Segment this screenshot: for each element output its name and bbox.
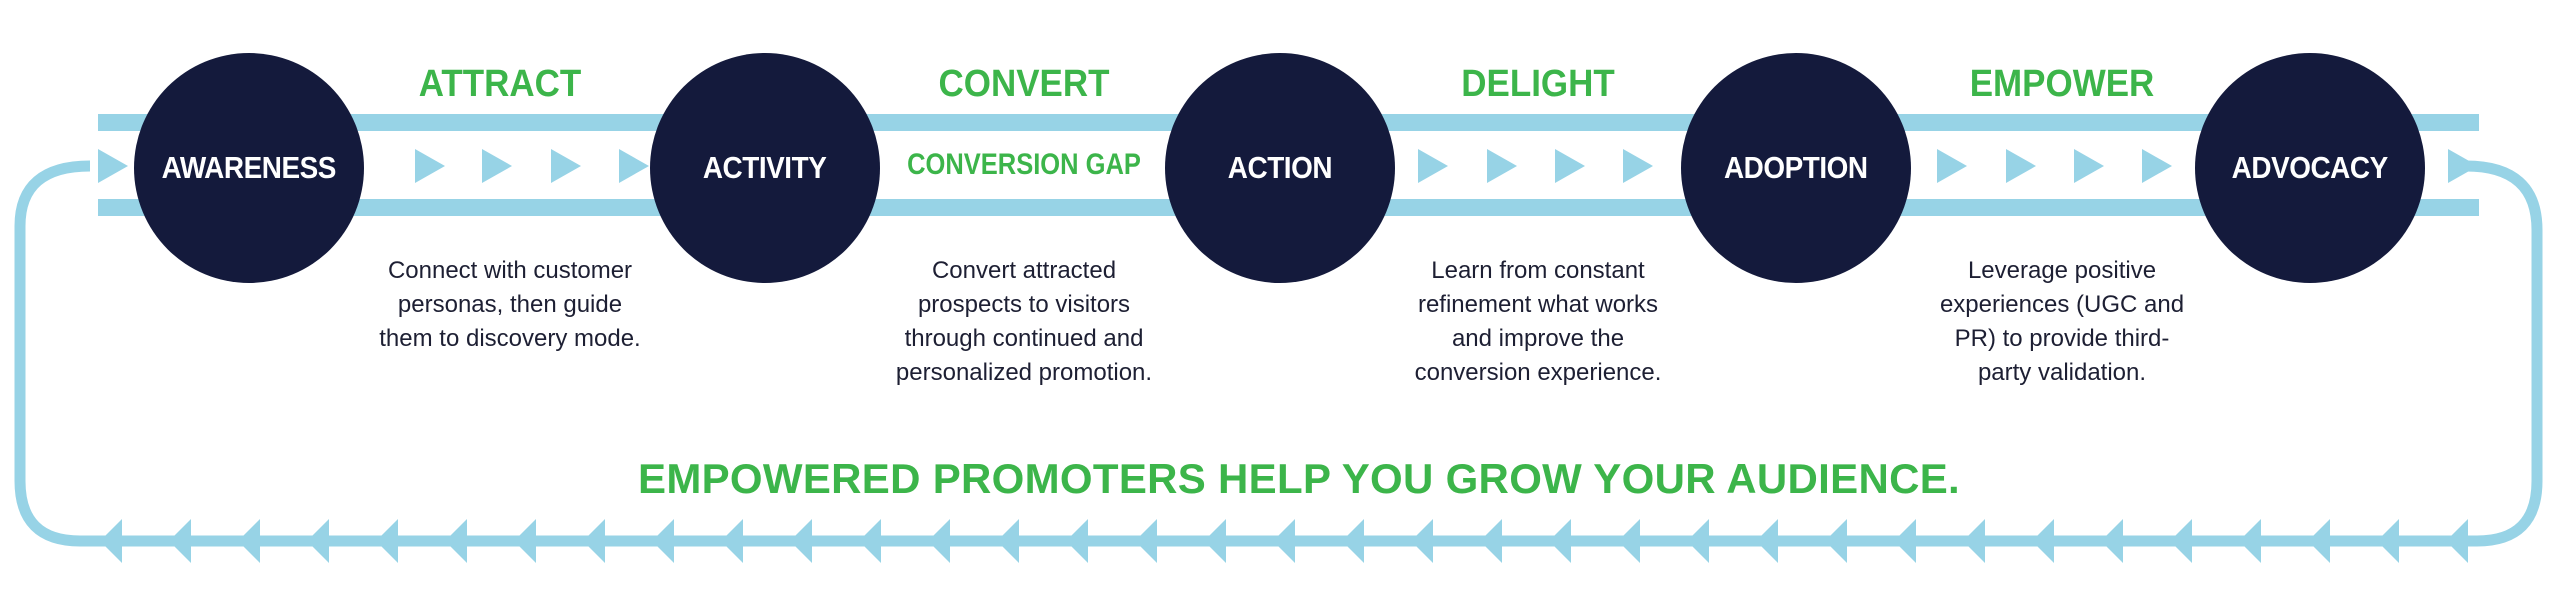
arrow-left-icon <box>1687 519 1709 563</box>
stage-label-advocacy: ADVOCACY <box>2231 150 2389 185</box>
description-line: experiences (UGC and <box>1939 291 2185 318</box>
arrow-left-icon <box>376 519 398 563</box>
arrow-left-icon <box>652 519 674 563</box>
chevron-right-icon <box>1555 149 1585 183</box>
description-line: prospects to visitors <box>917 291 1131 318</box>
arrow-left-icon <box>928 519 950 563</box>
conversion-gap-label: CONVERSION GAP <box>907 148 1141 181</box>
chevron-right-icon <box>551 149 581 183</box>
chevron-right-icon <box>1418 149 1448 183</box>
arrow-left-icon <box>1894 519 1916 563</box>
chevron-right-icon <box>2006 149 2036 183</box>
arrow-left-icon <box>445 519 467 563</box>
arrow-left-icon <box>1825 519 1847 563</box>
chevron-right-icon <box>619 149 649 183</box>
chevron-right-icon <box>1623 149 1653 183</box>
description-convert: Convert attracted prospects to visitors … <box>854 254 1194 390</box>
arrow-left-icon <box>1756 519 1778 563</box>
stage-circle-activity: ACTIVITY <box>650 53 880 283</box>
chevron-right-icon <box>1937 149 1967 183</box>
chevron-right-icon <box>98 149 128 183</box>
stage-label-action: ACTION <box>1227 150 1333 185</box>
description-line: personas, then guide <box>397 291 623 318</box>
stage-circle-advocacy: ADVOCACY <box>2195 53 2425 283</box>
description-delight: Learn from constant refinement what work… <box>1368 254 1708 390</box>
arrow-left-icon <box>2170 519 2192 563</box>
chevron-right-icon <box>2448 149 2478 183</box>
chevron-right-icon <box>1487 149 1517 183</box>
transition-label-convert: CONVERT <box>938 63 1110 105</box>
description-line: Connect with customer <box>387 257 633 284</box>
chevron-right-icon <box>482 149 512 183</box>
description-line: Leverage positive <box>1967 257 2157 284</box>
chevron-right-icon <box>415 149 445 183</box>
arrow-left-icon <box>790 519 812 563</box>
arrow-left-icon <box>859 519 881 563</box>
arrow-left-icon <box>2032 519 2054 563</box>
arrow-left-icon <box>307 519 329 563</box>
description-line: conversion experience. <box>1414 359 1662 386</box>
description-line: Learn from constant <box>1431 257 1645 284</box>
stage-circle-adoption: ADOPTION <box>1681 53 1911 283</box>
arrow-left-icon <box>1411 519 1433 563</box>
arrow-left-icon <box>1135 519 1157 563</box>
arrow-left-icon <box>1480 519 1502 563</box>
arrow-left-icon <box>1204 519 1226 563</box>
stage-label-activity: ACTIVITY <box>703 150 827 185</box>
arrow-left-icon <box>1549 519 1571 563</box>
arrow-left-icon <box>1963 519 1985 563</box>
description-line: personalized promotion. <box>895 359 1153 386</box>
description-line: through continued and <box>904 325 1144 352</box>
arrow-left-icon <box>1618 519 1640 563</box>
arrow-left-icon <box>1342 519 1364 563</box>
description-line: them to discovery mode. <box>379 325 641 352</box>
description-empower: Leverage positive experiences (UGC and P… <box>1892 254 2232 390</box>
arrow-left-icon <box>583 519 605 563</box>
chevron-right-icon <box>2074 149 2104 183</box>
arrow-left-icon <box>2101 519 2123 563</box>
transition-label-empower: EMPOWER <box>1969 63 2155 105</box>
description-line: Convert attracted <box>931 257 1117 284</box>
arrow-left-icon <box>169 519 191 563</box>
arrow-left-icon <box>238 519 260 563</box>
arrow-left-icon <box>1273 519 1295 563</box>
arrow-left-icon <box>997 519 1019 563</box>
arrow-left-icon <box>721 519 743 563</box>
arrow-left-icon <box>2446 519 2468 563</box>
transition-label-attract: ATTRACT <box>418 63 582 105</box>
stage-circle-awareness: AWARENESS <box>134 53 364 283</box>
transition-label-delight: DELIGHT <box>1461 63 1615 105</box>
description-line: and improve the <box>1451 325 1625 352</box>
arrow-left-icon <box>2239 519 2261 563</box>
description-line: PR) to provide third- <box>1954 325 2170 352</box>
stage-label-awareness: AWARENESS <box>161 150 337 185</box>
arrow-left-icon <box>514 519 536 563</box>
description-line: refinement what works <box>1417 291 1659 318</box>
chevron-right-icon <box>2142 149 2172 183</box>
stage-label-adoption: ADOPTION <box>1724 150 1868 185</box>
stage-circle-action: ACTION <box>1165 53 1395 283</box>
description-attract: Connect with customer personas, then gui… <box>340 254 680 356</box>
arrow-left-icon <box>2308 519 2330 563</box>
return-loop-line <box>14 160 2543 547</box>
arrow-left-icon <box>100 519 122 563</box>
arrow-left-icon <box>2377 519 2399 563</box>
footer-tagline: EMPOWERED PROMOTERS HELP YOU GROW YOUR A… <box>638 455 1960 502</box>
description-line: party validation. <box>1977 359 2147 386</box>
arrow-left-icon <box>1066 519 1088 563</box>
